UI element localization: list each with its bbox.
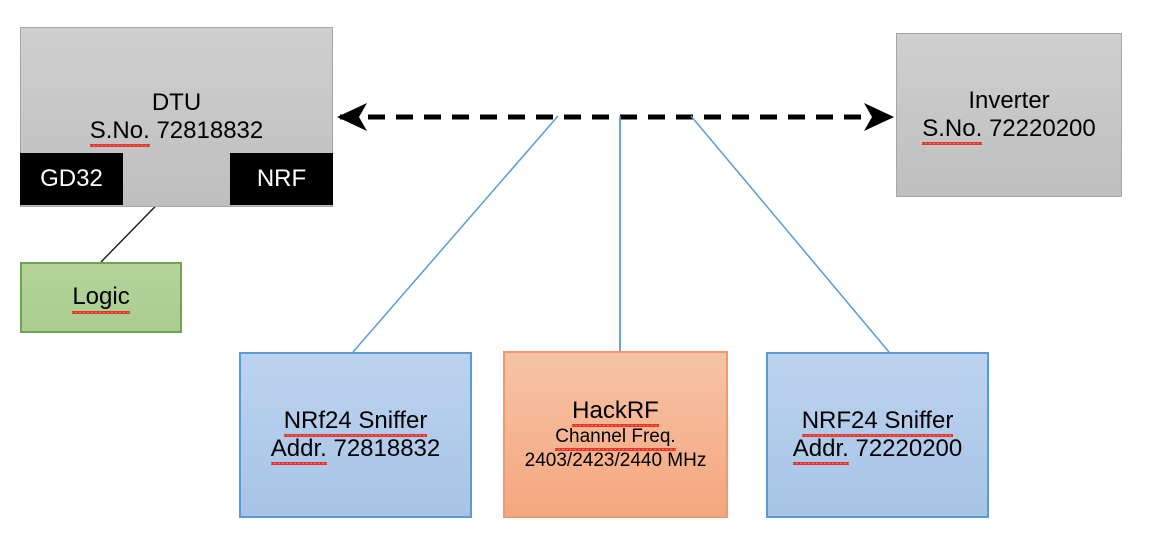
sniffer-left-name: NRf24 Sniffer: [283, 406, 428, 438]
dtu-serial: S.No. 72818832: [89, 117, 264, 148]
sniffer-left-title: NRf24 Sniffer: [283, 406, 428, 438]
logic-analyzer-node[interactable]: Logic: [20, 262, 182, 333]
sniffer-left-tap-line: [352, 115, 559, 353]
hackrf-title: HackRF: [572, 396, 659, 428]
inverter-serial-spacer: [982, 115, 989, 142]
hackrf-node[interactable]: HackRF Channel Freq. 2403/2423/2440 MHz: [503, 351, 728, 518]
inverter-title: Inverter: [968, 86, 1050, 114]
hackrf-freq-value: 2403/2423/2440 MHz: [524, 449, 707, 471]
sniffer-right-addr-label: Addr.: [792, 435, 849, 466]
sniffer-left-addr: Addr. 72818832: [270, 435, 441, 466]
sniffer-left-addr-label: Addr.: [270, 435, 327, 466]
sniffer-left-addr-value: 72818832: [333, 435, 441, 462]
hackrf-name: HackRF: [572, 396, 659, 428]
logic-title: Logic: [72, 283, 131, 314]
logic-label: Logic: [72, 283, 131, 314]
sniffer-left-node[interactable]: NRf24 Sniffer Addr. 72818832: [239, 352, 472, 518]
dtu-serial-label: S.No.: [89, 117, 150, 148]
sniffer-right-addr: Addr. 72220200: [792, 435, 963, 466]
dtu-gd32-block[interactable]: GD32: [20, 153, 123, 205]
sniffer-right-tap-line: [690, 115, 890, 353]
hackrf-freq-label-row: Channel Freq.: [555, 426, 677, 452]
dtu-title: DTU: [151, 88, 202, 116]
dtu-gd32-label: GD32: [40, 165, 103, 192]
hackrf-freq-label: Channel Freq.: [555, 426, 677, 452]
sniffer-right-name: NRF24 Sniffer: [801, 406, 954, 438]
sniffer-right-node[interactable]: NRF24 Sniffer Addr. 72220200: [766, 352, 989, 518]
dtu-nrf-block[interactable]: NRF: [230, 153, 333, 205]
sniffer-right-title: NRF24 Sniffer: [801, 406, 954, 438]
inverter-serial-label: S.No.: [922, 115, 983, 146]
sniffer-right-addr-value: 72220200: [855, 435, 963, 462]
dtu-serial-number: 72818832: [156, 117, 264, 144]
dtu-nrf-label: NRF: [256, 165, 307, 192]
inverter-node[interactable]: Inverter S.No. 72220200: [896, 33, 1122, 197]
inverter-serial-number: 72220200: [988, 115, 1096, 142]
inverter-serial: S.No. 72220200: [922, 115, 1096, 146]
